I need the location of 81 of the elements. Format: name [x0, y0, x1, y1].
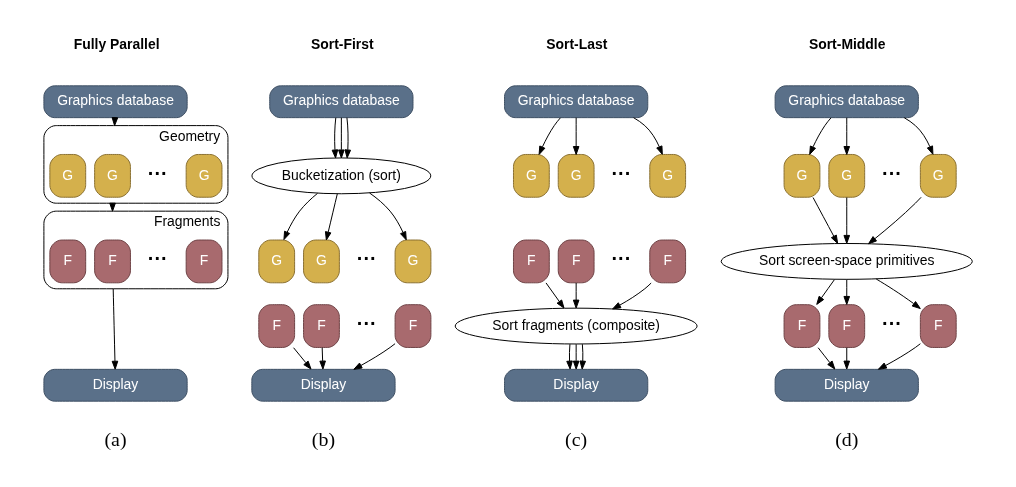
arrow: [633, 117, 663, 155]
arrow: [566, 343, 573, 370]
arrow: [817, 347, 836, 370]
arrow: [843, 347, 851, 370]
node-box: G: [919, 153, 957, 198]
arrow: [545, 282, 565, 309]
label: ···: [882, 161, 902, 184]
arrow: [324, 193, 338, 241]
label: (a): [104, 427, 127, 450]
label: (d): [835, 427, 859, 450]
label: ···: [882, 312, 902, 335]
arrow: [344, 117, 352, 159]
node-box: F: [783, 304, 821, 348]
arrow: [293, 347, 312, 370]
label: Fully Parallel: [73, 35, 160, 52]
node-box: F: [512, 239, 550, 284]
node-box: Display: [43, 368, 188, 402]
arrow: [572, 117, 580, 155]
node-box: F: [185, 239, 223, 284]
label: Sort-Middle: [808, 35, 886, 52]
arrow: [331, 117, 339, 159]
arrow: [868, 196, 922, 245]
label: (b): [311, 427, 336, 450]
arrow: [612, 282, 652, 310]
label: Sort-First: [311, 35, 374, 52]
label: Sort-Last: [546, 35, 608, 52]
node-ellipse: Sort fragments (composite): [454, 307, 698, 345]
arrow: [843, 197, 851, 244]
arrow: [338, 117, 345, 159]
node-box: G: [394, 239, 432, 284]
node-box: F: [49, 239, 87, 284]
label: ···: [356, 247, 377, 270]
arrow: [843, 117, 851, 155]
node-box: Display: [251, 368, 396, 402]
label: ···: [147, 247, 168, 270]
node-box: G: [512, 153, 550, 198]
node-box: Display: [774, 368, 919, 402]
node-box: G: [49, 153, 87, 198]
node-box: Display: [504, 368, 649, 402]
node-box: G: [94, 153, 131, 198]
node-box: F: [557, 239, 595, 284]
label: ···: [147, 161, 168, 184]
arrow: [353, 343, 396, 370]
node-box: F: [394, 304, 432, 348]
node-box: G: [649, 153, 687, 198]
arrow: [369, 192, 407, 241]
node-box: G: [185, 153, 223, 198]
label: ···: [356, 312, 377, 335]
node-box: G: [557, 153, 595, 198]
node-box: F: [258, 304, 296, 348]
arrow: [903, 117, 934, 155]
label: ···: [611, 161, 632, 184]
arrow: [875, 278, 921, 309]
node-box: G: [828, 153, 866, 198]
node-box: F: [919, 304, 957, 348]
arrow: [111, 288, 119, 370]
label: (c): [565, 427, 588, 450]
node-box: G: [303, 239, 340, 284]
node-box: F: [94, 239, 131, 284]
node-box: F: [828, 304, 866, 348]
arrow: [843, 279, 851, 305]
arrow: [809, 117, 832, 155]
arrow: [816, 279, 835, 305]
node-box: F: [649, 239, 687, 284]
arrow: [812, 197, 839, 244]
node-box: G: [783, 153, 821, 198]
arrow: [579, 343, 587, 370]
label: ···: [611, 247, 632, 270]
arrow: [319, 347, 326, 370]
node-box: Graphics database: [269, 85, 414, 119]
node-ellipse: Bucketization (sort): [251, 157, 432, 195]
arrow: [538, 117, 561, 155]
arrow: [572, 343, 580, 370]
node-box: G: [258, 239, 296, 284]
node-box: Graphics database: [774, 85, 919, 119]
node-ellipse: Sort screen-space primitives: [720, 243, 973, 280]
arrow: [283, 192, 319, 241]
arrow: [877, 343, 921, 370]
node-box: F: [303, 304, 340, 348]
arrow: [572, 282, 580, 309]
node-box: Graphics database: [504, 85, 649, 119]
